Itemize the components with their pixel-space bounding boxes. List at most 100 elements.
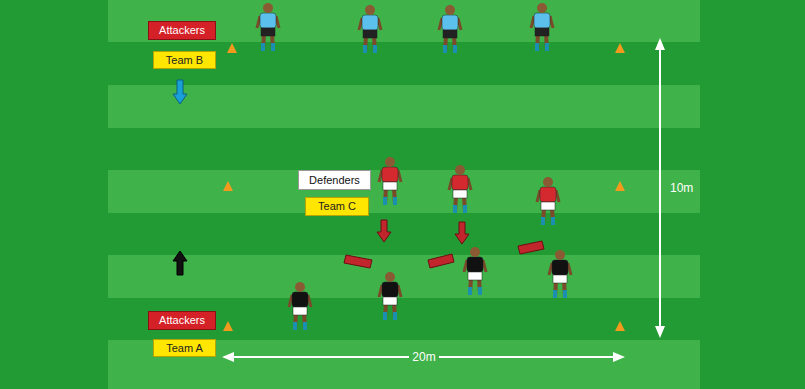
sock xyxy=(551,217,555,225)
direction-arrows xyxy=(173,80,544,275)
arm xyxy=(483,260,486,272)
arm xyxy=(379,170,382,182)
arm xyxy=(359,18,362,30)
player-figure xyxy=(464,247,486,295)
player-figure xyxy=(359,5,381,53)
black-arrow xyxy=(173,251,187,275)
stripe xyxy=(108,85,700,128)
arm xyxy=(257,16,260,28)
sock xyxy=(463,205,467,213)
shorts xyxy=(541,202,555,210)
arm xyxy=(449,178,452,190)
arm xyxy=(378,18,381,30)
stripes xyxy=(108,0,700,389)
cone xyxy=(615,321,625,331)
sock xyxy=(383,312,387,320)
shirt xyxy=(362,15,378,30)
label-text: Defenders xyxy=(309,174,360,187)
sock xyxy=(545,43,549,51)
tackle-shield xyxy=(344,255,372,268)
shirt xyxy=(442,15,458,30)
sock xyxy=(541,217,545,225)
shorts xyxy=(443,30,457,38)
arm xyxy=(549,263,552,275)
sock xyxy=(453,45,457,53)
head xyxy=(295,282,305,292)
arm xyxy=(398,285,401,297)
head xyxy=(263,3,273,13)
sock xyxy=(303,322,307,330)
shorts xyxy=(468,272,482,280)
arm xyxy=(308,295,311,307)
dimension-lines xyxy=(222,38,665,362)
arm xyxy=(468,178,471,190)
cone xyxy=(223,181,233,191)
shirt xyxy=(382,282,398,297)
shorts xyxy=(453,190,467,198)
shirt xyxy=(292,292,308,307)
sock xyxy=(363,45,367,53)
arm xyxy=(458,18,461,30)
shorts xyxy=(383,297,397,305)
arrowhead xyxy=(613,352,625,362)
label-text: Attackers xyxy=(159,24,205,37)
head xyxy=(385,157,395,167)
sock xyxy=(553,290,557,298)
sock xyxy=(535,43,539,51)
sock xyxy=(443,45,447,53)
team-label-box: Team A xyxy=(153,339,216,357)
shorts xyxy=(535,28,549,36)
head xyxy=(385,272,395,282)
sock xyxy=(468,287,472,295)
head xyxy=(555,250,565,260)
head xyxy=(445,5,455,15)
team-label-box: Team C xyxy=(305,197,369,216)
shirt xyxy=(552,260,568,275)
arm xyxy=(531,16,534,28)
stripe xyxy=(108,170,700,213)
sock xyxy=(271,43,275,51)
arm xyxy=(289,295,292,307)
shirt xyxy=(467,257,483,272)
head xyxy=(543,177,553,187)
arrowhead xyxy=(655,38,665,50)
arrowhead xyxy=(222,352,234,362)
shirt xyxy=(260,13,276,28)
dimension-label: 10m xyxy=(667,181,696,195)
player-figure xyxy=(537,177,559,225)
player-figure xyxy=(289,282,311,330)
label-text: Team C xyxy=(318,200,356,213)
label-text: Team A xyxy=(166,342,203,355)
players xyxy=(257,3,571,330)
player-figure xyxy=(257,3,279,51)
sock xyxy=(393,197,397,205)
shorts xyxy=(293,307,307,315)
player-figure xyxy=(379,272,401,320)
stripe xyxy=(108,0,700,42)
head xyxy=(365,5,375,15)
head xyxy=(455,165,465,175)
shirt xyxy=(452,175,468,190)
player-figure xyxy=(549,250,571,298)
cone xyxy=(615,181,625,191)
blue-arrow xyxy=(173,80,187,104)
shirt xyxy=(540,187,556,202)
arm xyxy=(550,16,553,28)
red-arrow xyxy=(455,222,469,244)
sock xyxy=(453,205,457,213)
arm xyxy=(379,285,382,297)
sock xyxy=(563,290,567,298)
shorts xyxy=(261,28,275,36)
stripe xyxy=(108,340,700,389)
role-label-box: Defenders xyxy=(298,170,371,190)
arm xyxy=(398,170,401,182)
head xyxy=(470,247,480,257)
arm xyxy=(556,190,559,202)
arm xyxy=(537,190,540,202)
cone xyxy=(615,43,625,53)
sock xyxy=(261,43,265,51)
tackle-shield xyxy=(428,254,454,268)
red-arrow xyxy=(377,220,391,242)
